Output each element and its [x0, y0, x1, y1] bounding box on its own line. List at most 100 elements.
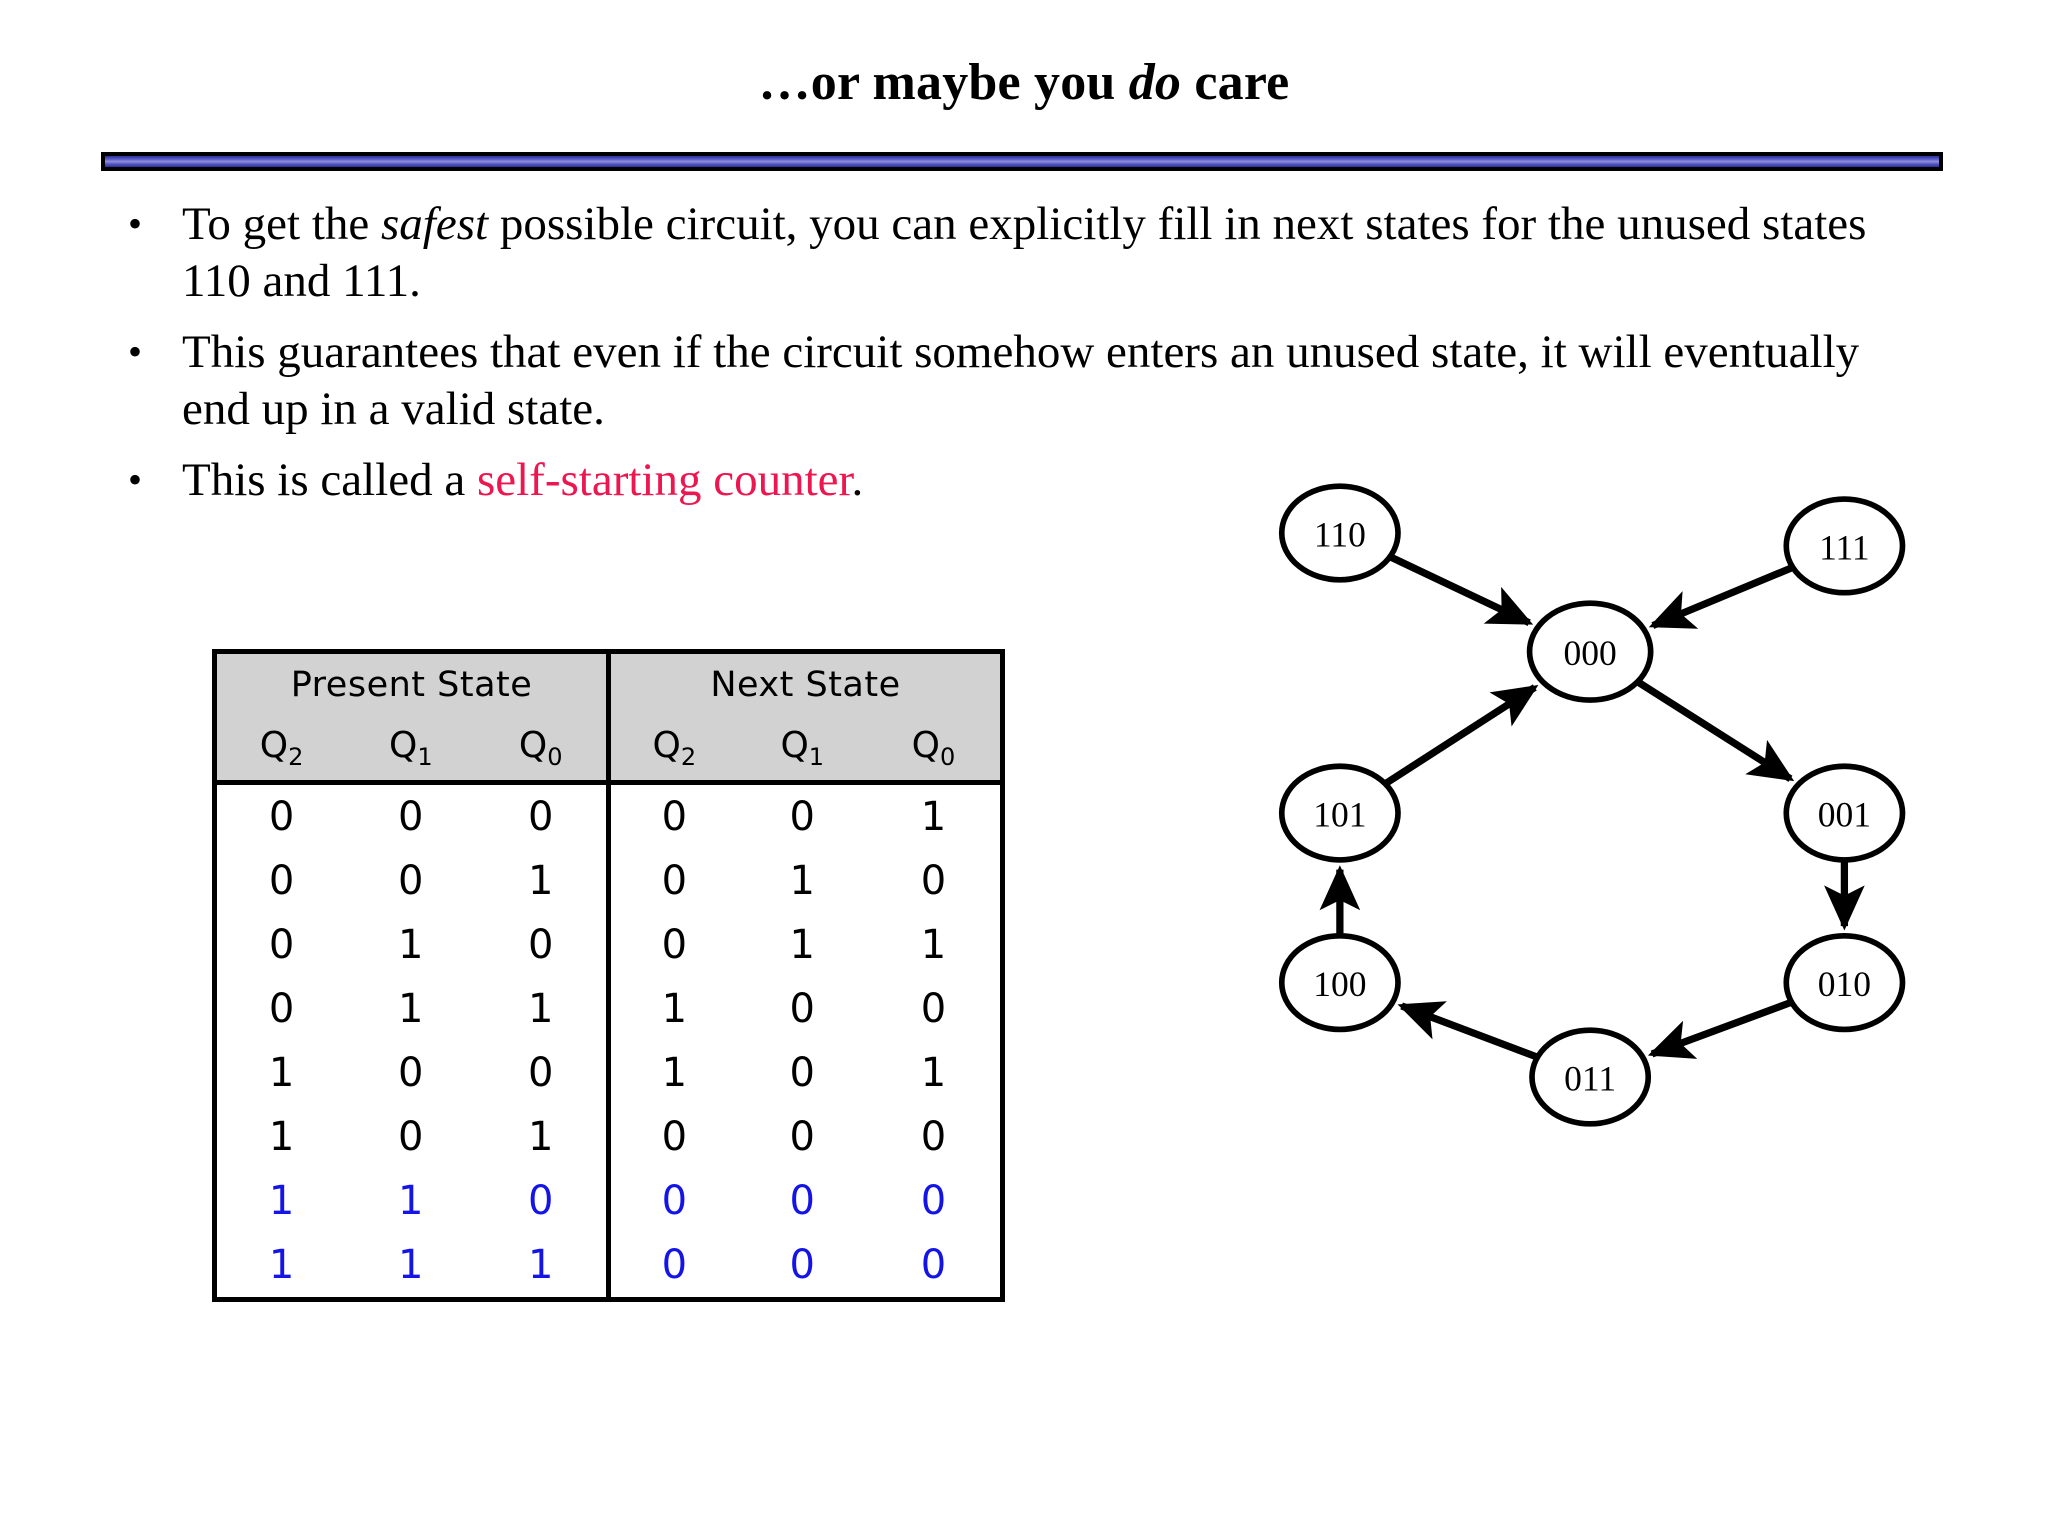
cell-present-q2: 0 [268, 794, 295, 841]
state-diagram: 110 111 000 101 001 100 010 011 [1150, 470, 2048, 1140]
title-suffix: care [1181, 54, 1290, 111]
state-node-001[interactable]: 001 [1783, 763, 1906, 863]
header-next-state: Next State [608, 654, 1000, 716]
title-divider-bar [101, 152, 1943, 171]
state-node-label: 101 [1313, 795, 1366, 835]
q-subscript: 0 [939, 743, 956, 772]
state-node-101[interactable]: 101 [1278, 763, 1401, 863]
state-node-label: 110 [1314, 515, 1366, 555]
state-node-label: 001 [1818, 795, 1871, 835]
bullet-marker-icon: • [128, 201, 143, 246]
state-node-circle [1278, 483, 1401, 583]
state-node-label: 010 [1818, 964, 1871, 1004]
cell-next-q2: 1 [661, 1049, 688, 1096]
state-node-000[interactable]: 000 [1526, 600, 1654, 703]
cell-next-q2: 0 [661, 1241, 688, 1288]
table-row: 0 0 0 0 0 1 [217, 782, 1000, 850]
table-sub-header-row: Q2 Q1 Q0 Q2 Q1 Q0 [217, 716, 1000, 785]
cell-present-q0: 1 [475, 977, 611, 1041]
state-node-circle [1783, 932, 1906, 1033]
cell-next-q2: 0 [661, 858, 688, 905]
header-present-q2: Q2 [217, 716, 347, 785]
q-base: Q [780, 724, 809, 766]
state-node-010[interactable]: 010 [1783, 932, 1906, 1033]
cell-present-q2: 0 [268, 858, 295, 905]
bullet-3-part2: . [851, 454, 864, 506]
state-node-110[interactable]: 110 [1278, 483, 1401, 583]
table-group-header-row: Present State Next State [217, 654, 1000, 716]
cell-next-q1: 1 [789, 858, 815, 905]
header-present-q1: Q1 [346, 716, 476, 785]
state-node-label: 100 [1313, 964, 1366, 1004]
state-diagram-svg: 110 111 000 101 001 100 010 011 [1278, 483, 1906, 1127]
cell-next-q1: 0 [789, 1113, 815, 1160]
cell-present-q1: 0 [398, 794, 424, 841]
transition-arrow-010-to-011 [1647, 999, 1792, 1059]
state-node-100[interactable]: 100 [1278, 932, 1401, 1033]
cell-present-q0: 1 [475, 1104, 611, 1169]
bullet-item-2: • This guarantees that even if the circu… [110, 324, 1900, 438]
cell-next-q0: 1 [920, 1049, 947, 1096]
cell-next-q1: 0 [789, 794, 815, 841]
cell-next-q0: 0 [920, 1241, 947, 1288]
cell-next-q2: 0 [661, 922, 688, 968]
transition-arrow-011-to-100 [1397, 1001, 1538, 1061]
title-prefix: …or maybe you [758, 54, 1129, 111]
cell-next-q1: 1 [789, 922, 815, 968]
bullet-list: • To get the safest possible circuit, yo… [110, 196, 1900, 523]
q-subscript: 2 [288, 743, 304, 772]
cell-present-q2: 1 [268, 1049, 295, 1096]
diagram-nodes: 110 111 000 101 001 100 010 011 [1278, 483, 1906, 1127]
transition-arrow-101-to-000 [1384, 684, 1539, 786]
state-node-circle [1783, 763, 1906, 863]
cell-present-q0: 0 [475, 782, 611, 850]
bullet-item-3: • This is called a self-starting counter… [110, 452, 1900, 509]
bullet-3-part1: This is called a [182, 454, 477, 506]
cell-present-q1: 0 [398, 858, 424, 905]
cell-next-q0: 0 [920, 1113, 947, 1160]
header-next-q0: Q0 [866, 716, 1000, 785]
state-node-011[interactable]: 011 [1529, 1027, 1652, 1127]
bullet-1-part2: possible circuit, you can explicitly fil… [182, 198, 1867, 307]
transition-arrow-110-to-000 [1389, 554, 1534, 627]
q-base: Q [652, 724, 681, 766]
cell-next-q0: 1 [920, 922, 947, 968]
cell-next-q0: 0 [920, 985, 947, 1032]
bullet-marker-icon: • [128, 329, 143, 374]
q-base: Q [388, 724, 418, 766]
q-base: Q [911, 724, 940, 766]
cell-next-q2: 1 [661, 985, 688, 1032]
bullet-2-part1: This guarantees that even if the circuit… [182, 326, 1860, 435]
title-emphasis: do [1128, 54, 1182, 111]
state-transition-table: Present State Next State Q2 Q1 Q0 Q2 Q1 … [212, 649, 1005, 1302]
header-next-q2: Q2 [608, 716, 738, 785]
header-next-q1: Q1 [737, 716, 867, 785]
state-node-label: 111 [1819, 527, 1870, 567]
cell-present-q1: 1 [398, 985, 424, 1032]
transition-arrow-111-to-000 [1648, 564, 1793, 629]
truth-table-element: Present State Next State Q2 Q1 Q0 Q2 Q1 … [217, 654, 1000, 1297]
cell-next-q0: 0 [920, 1177, 947, 1224]
q-subscript: 1 [808, 743, 825, 772]
bullet-text-2: This guarantees that even if the circuit… [182, 324, 1900, 438]
cell-next-q2: 0 [661, 794, 688, 841]
bullet-marker-icon: • [128, 457, 143, 502]
cell-next-q0: 1 [920, 794, 947, 841]
cell-next-q2: 0 [661, 1113, 688, 1160]
state-node-111[interactable]: 111 [1783, 496, 1906, 596]
cell-present-q1: 0 [398, 1049, 424, 1096]
cell-present-q0: 0 [475, 1040, 611, 1105]
state-node-circle [1278, 763, 1401, 863]
q-base: Q [518, 724, 548, 766]
header-present-q0: Q0 [475, 716, 611, 785]
bullet-1-emphasis: safest [381, 198, 489, 250]
cell-present-q1: 1 [398, 922, 424, 968]
state-node-circle [1278, 932, 1401, 1033]
